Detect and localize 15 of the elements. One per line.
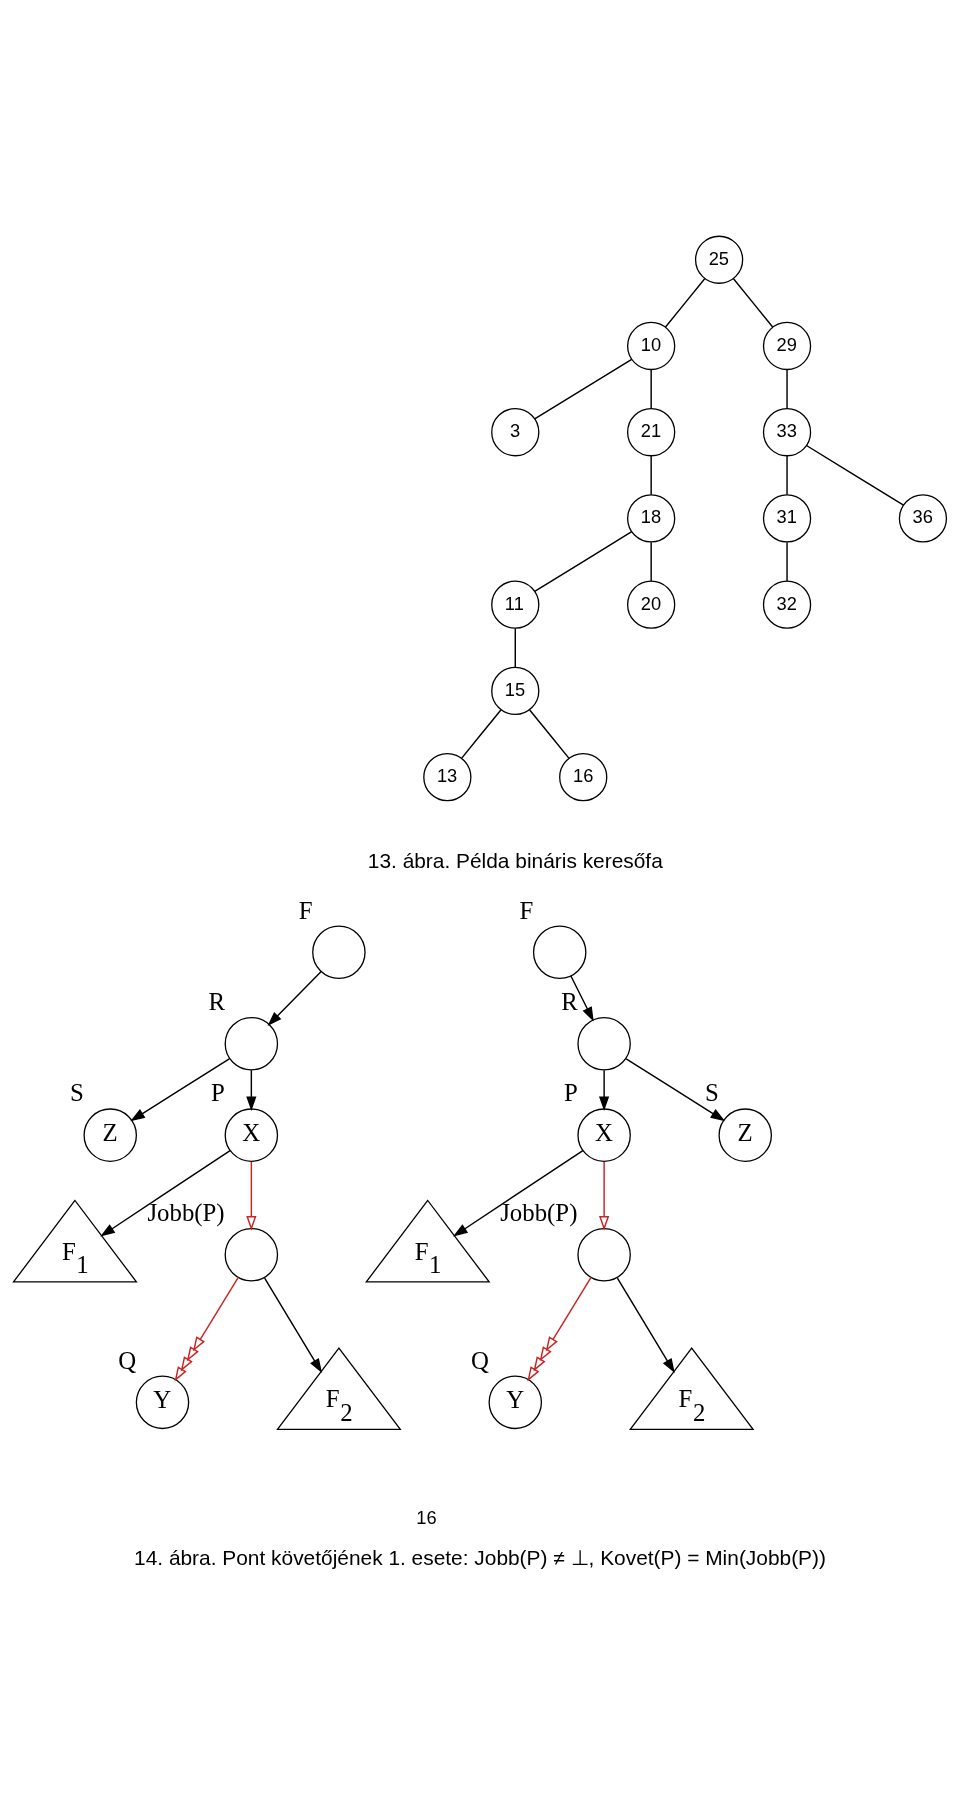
node-label: Jobb(P): [147, 1198, 225, 1226]
node-label: P: [563, 1078, 578, 1106]
label: 13. ábra. Példa bináris keresőfa: [367, 848, 663, 872]
label: 16: [416, 1506, 437, 1528]
node-label: F: [519, 896, 534, 924]
node-label: Jobb(P): [500, 1198, 578, 1226]
caption: 14. ábra. Pont követőjének 1. esete: Jobb(P) ≠ ⊥, Kovet(P) = Min(Jobb(P)): [134, 1545, 826, 1569]
node-label: P: [211, 1078, 225, 1106]
node-label: Q: [118, 1346, 137, 1374]
node-label: R: [561, 987, 578, 1015]
node-label: S: [70, 1078, 84, 1106]
node-label: R: [208, 987, 226, 1015]
node-label: Q: [471, 1346, 489, 1374]
node-label: F: [298, 896, 313, 924]
node-label: S: [705, 1078, 719, 1106]
